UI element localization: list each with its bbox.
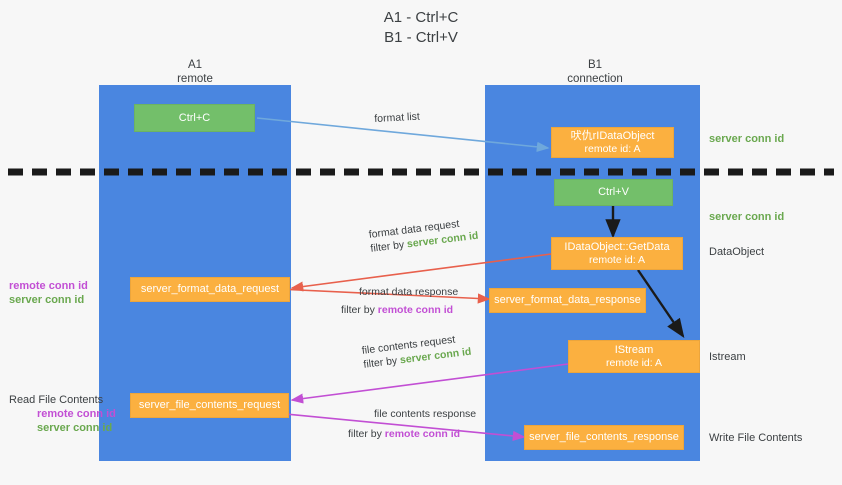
node-ctrl-c-label: Ctrl+C [178,111,211,124]
node-getdata-sublabel: remote id: A [588,253,646,266]
edge-label-format-list: format list [374,110,420,126]
annotation-server-conn-id: server conn id [37,422,113,434]
node-istream-sublabel: remote id: A [605,356,663,369]
edge-label-format-data-request: format data request filter by server con… [368,215,479,256]
edge-label-format-data-response-filter: filter by remote conn id [341,303,458,317]
diagram-title: A1 - Ctrl+C B1 - Ctrl+V [383,9,459,46]
edge-label-format-data-response-text: format data response [359,286,459,298]
node-istream[interactable]: IStream remote id: A [568,340,700,373]
node-format-data-request-label: server_format_data_request [140,283,280,295]
lane-subtitle-b1: connection [567,73,623,85]
lane-subtitle-a1: remote [177,73,213,85]
filter-prefix: filter by [348,428,385,440]
annotation-istream: Istream [709,351,746,363]
node-getdata[interactable]: IDataObject::GetData remote id: A [551,237,683,270]
node-idataobject[interactable]: 吠仇rIDataObject remote id: A [551,127,674,158]
annotation-remote-conn-id: remote conn id [9,280,88,292]
filter-prefix: filter by [369,238,408,255]
node-ctrl-v[interactable]: Ctrl+V [554,179,673,206]
annotation-server-conn-id-top: server conn id [709,133,785,145]
node-istream-label: IStream [614,343,654,356]
edge-label-format-data-response: format data response filter by remote co… [341,285,459,317]
lane-header-b1: B1 connection [515,58,675,86]
node-format-data-response-label: server_format_data_response [494,294,641,306]
node-file-contents-request[interactable]: server_file_contents_request [130,393,289,418]
edge-label-file-contents-response: file contents response filter by remote … [348,407,477,441]
filter-value-remote-conn-id: remote conn id [377,304,454,316]
filter-prefix: filter by [362,354,401,371]
node-format-data-request[interactable]: server_format_data_request [130,277,290,302]
node-ctrl-v-label: Ctrl+V [598,186,629,198]
annotation-dataobject: DataObject [709,246,765,258]
annotation-read-file-contents: Read File Contents [9,394,104,406]
lane-header-a1: A1 remote [115,58,275,86]
edge-label-file-contents-request: file contents request filter by server c… [361,331,472,372]
node-file-contents-request-label: server_file_contents_request [138,399,281,411]
annotation-read-file-contents-group: Read File Contents remote conn id server… [9,393,116,435]
annotation-conn-ids-upper: remote conn id server conn id [9,279,88,307]
node-ctrl-c[interactable]: Ctrl+C [134,104,255,132]
edge-label-file-contents-response-text: file contents response [374,408,477,420]
edge-label-file-contents-response-filter: filter by remote conn id [348,427,476,441]
node-idataobject-sublabel: remote id: A [584,142,641,155]
annotation-write-file-contents: Write File Contents [709,432,803,444]
node-file-contents-response[interactable]: server_file_contents_response [524,425,684,450]
filter-prefix: filter by [341,304,378,316]
lane-title-b1: B1 [587,59,603,71]
edge-label-format-list-text: format list [374,110,421,125]
annotation-remote-conn-id: remote conn id [37,408,116,420]
node-format-data-response[interactable]: server_format_data_response [489,288,646,313]
annotation-server-conn-id: server conn id [9,294,85,306]
annotation-server-conn-id-mid: server conn id [709,211,785,223]
node-idataobject-label: 吠仇rIDataObject [570,129,655,142]
node-file-contents-response-label: server_file_contents_response [529,431,679,443]
filter-value-remote-conn-id: remote conn id [384,428,461,440]
lane-title-a1: A1 [187,59,203,71]
node-getdata-label: IDataObject::GetData [564,240,670,253]
